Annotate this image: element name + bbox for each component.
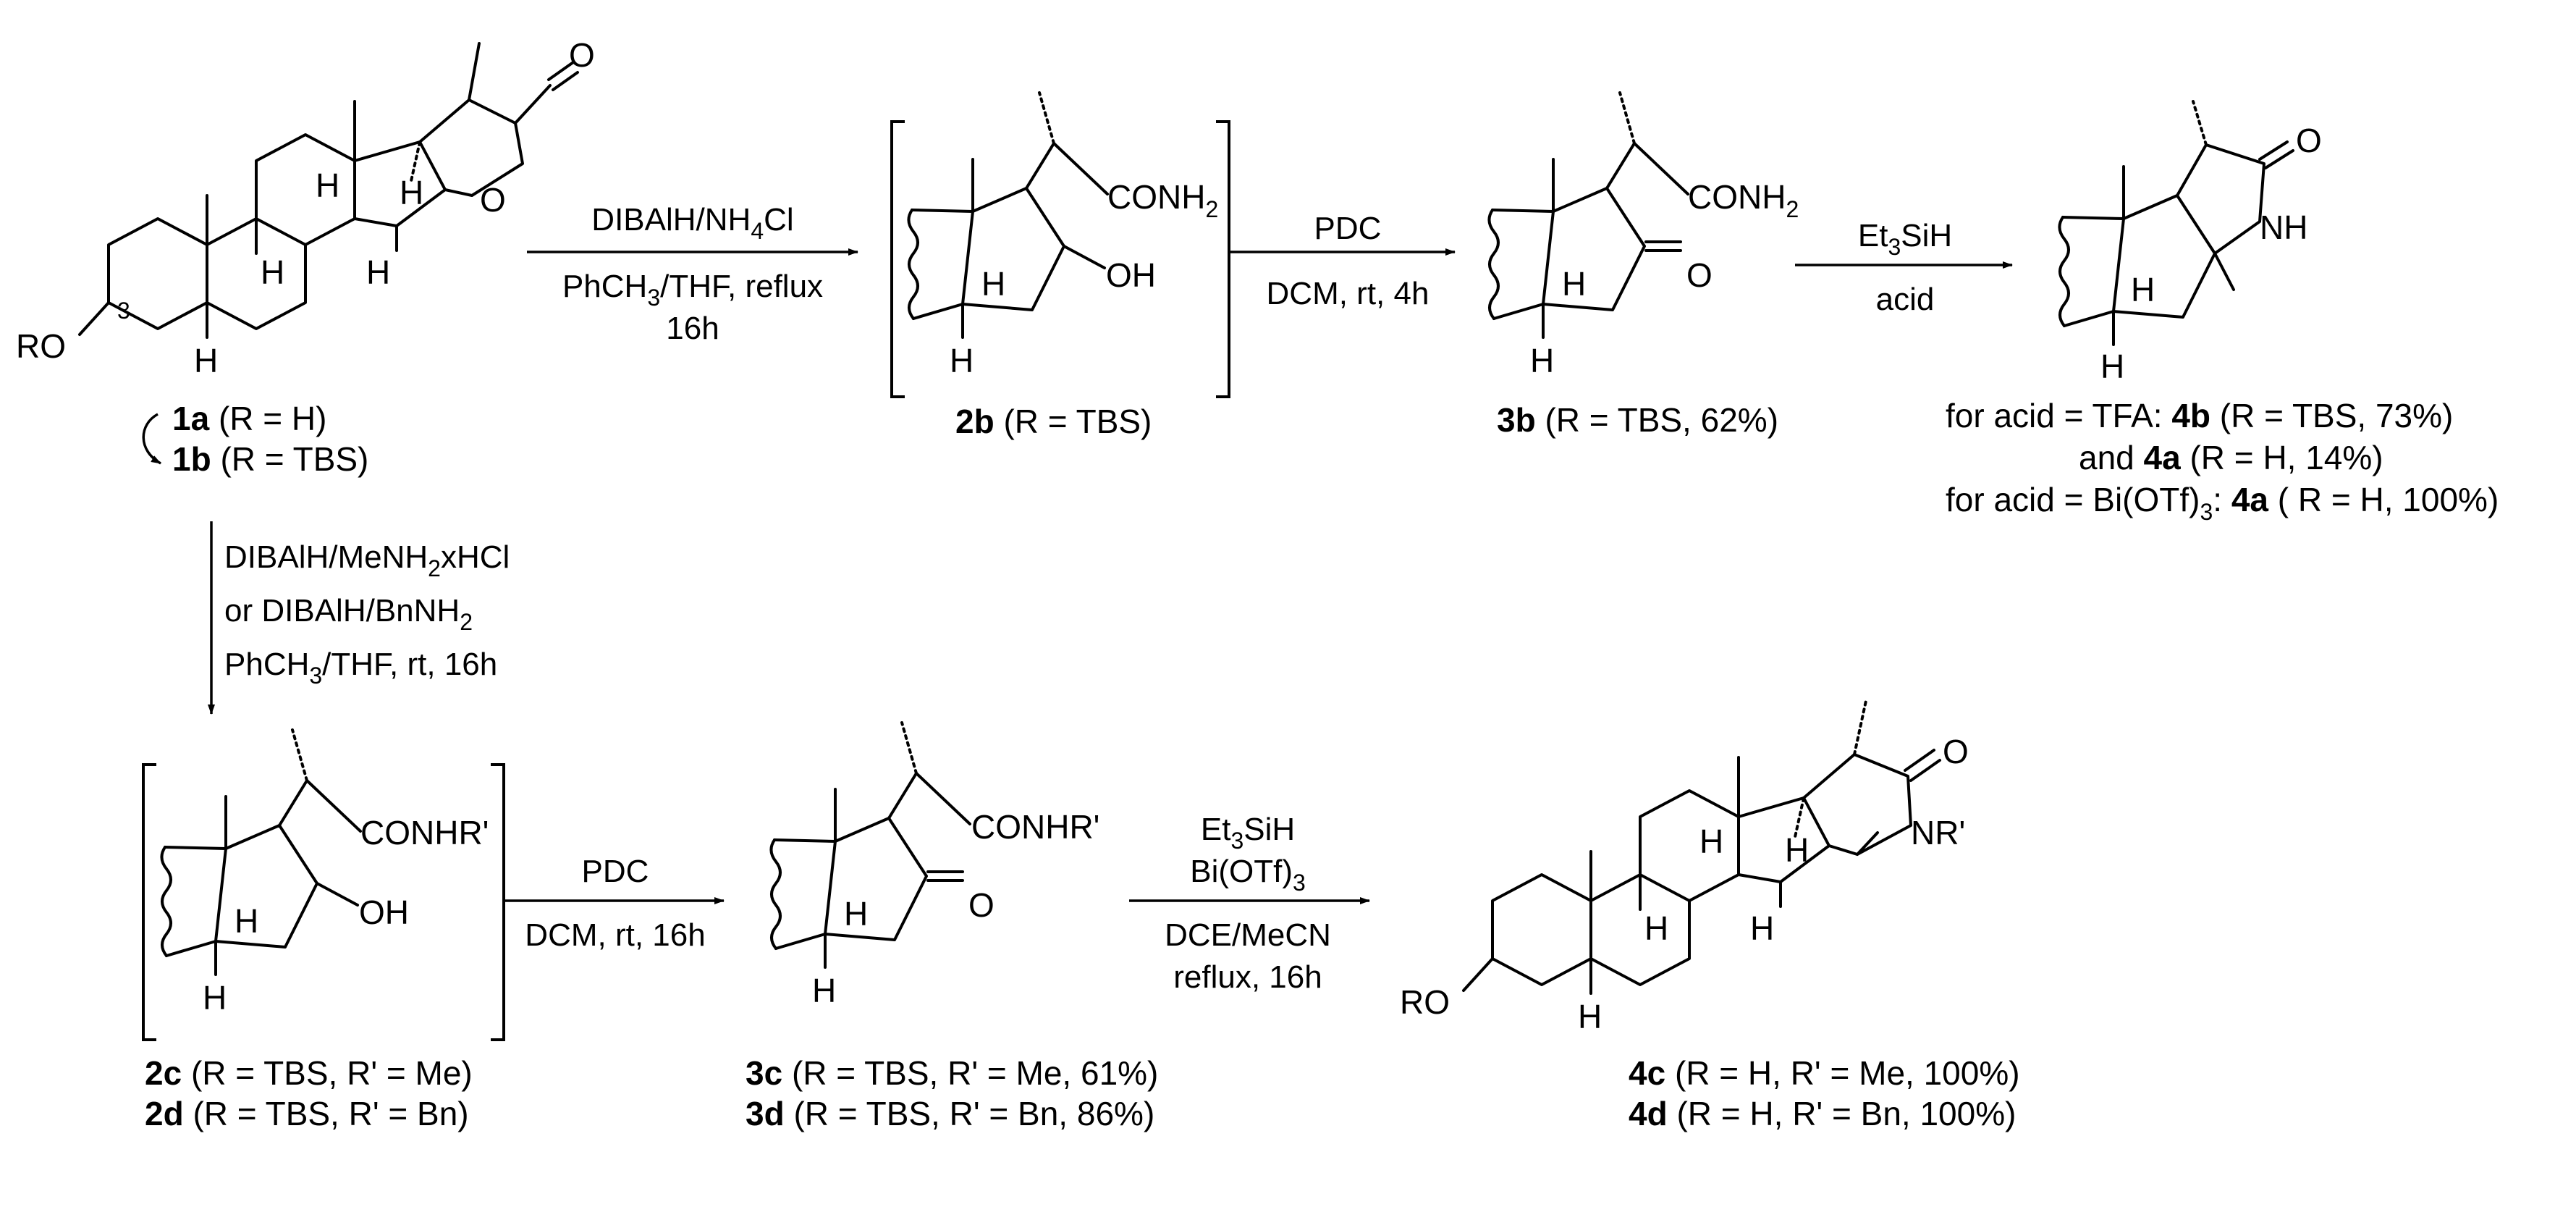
reagent-et3sih-1: Et3SiH bbox=[1858, 218, 1952, 260]
amide-conhr-2cd: CONHR' bbox=[360, 814, 489, 851]
conditions-reflux-16h: reflux, 16h bbox=[1173, 959, 1322, 995]
conditions-acid: acid bbox=[1876, 282, 1935, 317]
atom-h-upper-2b: H bbox=[981, 265, 1005, 303]
atom-h-17-1: H bbox=[400, 174, 423, 211]
structure-1 bbox=[78, 42, 579, 339]
label-3d: 3d (R = TBS, R' = Bn, 86%) bbox=[746, 1095, 1154, 1132]
atom-ro-1: RO bbox=[16, 327, 66, 365]
reagent-dibalh-bnnh2: or DIBAlH/BnNH2 bbox=[224, 593, 473, 635]
atom-h-17-4cd: H bbox=[1785, 831, 1809, 869]
reagent-pdc-1: PDC bbox=[1314, 211, 1382, 246]
conditions-phch3-thf-rt: PhCH3/THF, rt, 16h bbox=[224, 647, 497, 689]
reagent-pdc-2: PDC bbox=[582, 854, 649, 889]
label-2c: 2c (R = TBS, R' = Me) bbox=[145, 1054, 473, 1092]
atom-o-carbonyl-1: O bbox=[569, 36, 595, 74]
atom-oh-2b: OH bbox=[1106, 256, 1156, 294]
atom-h-8-1: H bbox=[316, 167, 339, 204]
conditions-dce-mecn: DCE/MeCN bbox=[1165, 917, 1331, 953]
reagent-dibalh-nh4cl: DIBAlH/NH4Cl bbox=[591, 202, 793, 244]
note-bi-otf3-4a: for acid = Bi(OTf)3: 4a ( R = H, 100%) bbox=[1946, 481, 2499, 525]
atom-nr-4cd: NR' bbox=[1911, 814, 1965, 851]
atom-h-lower-3cd: H bbox=[812, 972, 836, 1009]
atom-h-8-4cd: H bbox=[1699, 823, 1723, 860]
atom-h-upper-3b: H bbox=[1562, 265, 1586, 303]
label-3c: 3c (R = TBS, R' = Me, 61%) bbox=[746, 1054, 1158, 1092]
amide-conh2-2b: CONH2 bbox=[1107, 178, 1218, 222]
atom-h-9-1: H bbox=[261, 253, 284, 291]
reagent-et3sih-2: Et3SiH bbox=[1201, 812, 1295, 854]
label-1b: 1b (R = TBS) bbox=[172, 440, 368, 478]
label-4d: 4d (R = H, R' = Bn, 100%) bbox=[1629, 1095, 2016, 1132]
reagent-dibalh-menh2-hcl: DIBAlH/MeNH2xHCl bbox=[224, 539, 510, 581]
position-3-label: 3 bbox=[117, 298, 130, 324]
conditions-phch3-thf-reflux: PhCH3/THF, reflux bbox=[562, 269, 823, 311]
atom-h-upper-2cd: H bbox=[235, 902, 258, 940]
atom-o-lactam-4ab: O bbox=[2296, 122, 2322, 159]
structure-3b bbox=[1487, 91, 1689, 339]
label-2b: 2b (R = TBS) bbox=[955, 403, 1152, 440]
amide-conh2-3b: CONH2 bbox=[1688, 178, 1799, 222]
note-and-4a: and 4a (R = H, 14%) bbox=[2079, 439, 2383, 476]
conditions-dcm-rt-4h: DCM, rt, 4h bbox=[1267, 276, 1430, 311]
atom-o-lactone-1: O bbox=[480, 181, 506, 219]
atom-h-5-1: H bbox=[194, 342, 218, 379]
protection-curved-arrow bbox=[142, 413, 161, 465]
structure-2cd bbox=[142, 728, 505, 1041]
amide-conhr-3cd: CONHR' bbox=[971, 808, 1099, 846]
atom-h-lower-2cd: H bbox=[203, 979, 227, 1017]
atom-h-14-1: H bbox=[366, 253, 390, 291]
atom-h-lower-2b: H bbox=[950, 342, 974, 379]
atom-h-14-4cd: H bbox=[1750, 909, 1774, 947]
label-3b: 3b (R = TBS, 62%) bbox=[1497, 401, 1778, 439]
structure-4ab bbox=[2058, 100, 2294, 346]
label-2d: 2d (R = TBS, R' = Bn) bbox=[145, 1095, 469, 1132]
reagent-bi-otf3: Bi(OTf)3 bbox=[1190, 854, 1306, 896]
atom-h-lower-3b: H bbox=[1530, 342, 1554, 379]
atom-h-upper-3cd: H bbox=[844, 895, 868, 933]
structure-3cd bbox=[769, 721, 971, 969]
atom-o-ketone-3cd: O bbox=[968, 886, 994, 924]
atom-o-ketone-3b: O bbox=[1686, 256, 1713, 294]
label-4c: 4c (R = H, R' = Me, 100%) bbox=[1629, 1054, 2020, 1092]
conditions-dcm-rt-16h: DCM, rt, 16h bbox=[525, 917, 705, 953]
conditions-16h: 16h bbox=[666, 311, 719, 346]
atom-h-9-4cd: H bbox=[1644, 909, 1668, 947]
structure-4cd bbox=[1462, 699, 1941, 995]
label-1a: 1a (R = H) bbox=[172, 400, 326, 437]
atom-nh-4ab: NH bbox=[2260, 209, 2307, 246]
atom-h-lower-4ab: H bbox=[2100, 348, 2124, 385]
atom-h-5-4cd: H bbox=[1578, 998, 1602, 1035]
atom-h-upper-4ab: H bbox=[2131, 271, 2155, 308]
structure-2b bbox=[890, 91, 1230, 398]
note-tfa-4b: for acid = TFA: 4b (R = TBS, 73%) bbox=[1946, 397, 2453, 434]
atom-o-lactam-4cd: O bbox=[1943, 733, 1969, 770]
atom-ro-4cd: RO bbox=[1400, 983, 1450, 1021]
atom-oh-2cd: OH bbox=[359, 893, 409, 931]
